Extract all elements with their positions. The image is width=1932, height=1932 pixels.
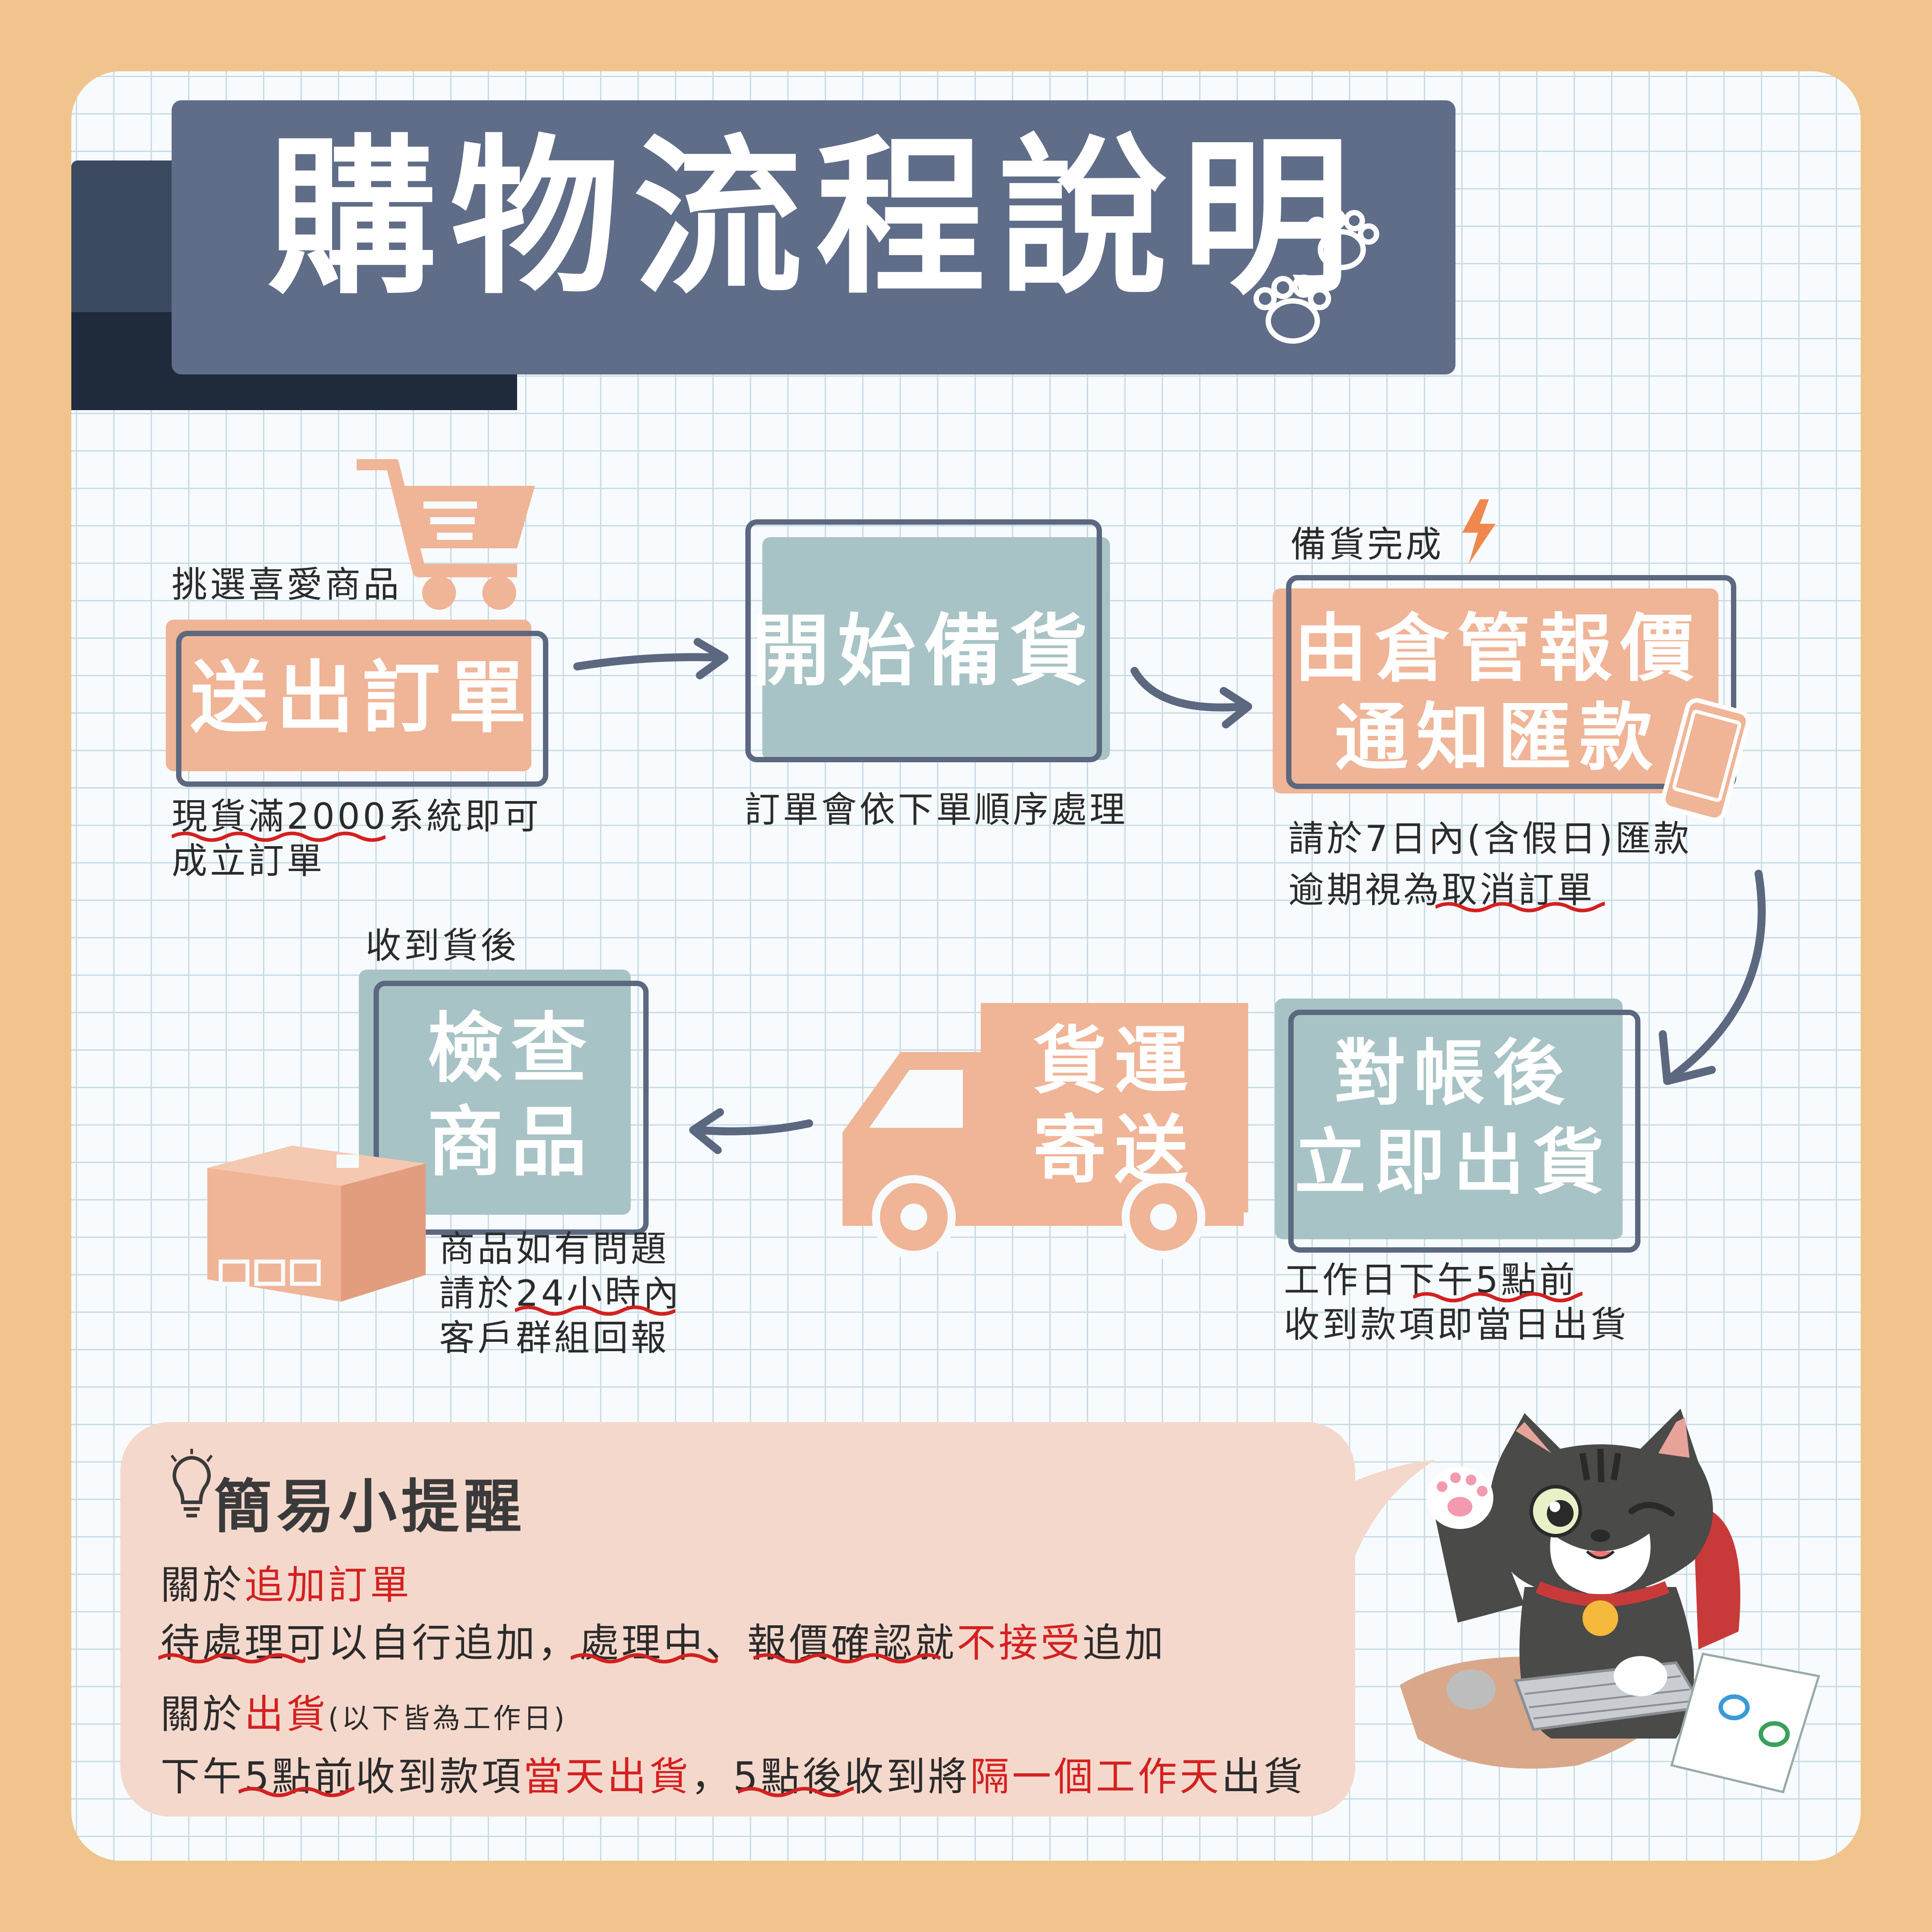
- delivery-truck-icon: [843, 1003, 1248, 1259]
- underline-wave: [515, 1305, 675, 1316]
- page-title: 購物流程說明: [267, 119, 1364, 317]
- step-ship-note-2: 收到款項即當日出貨: [1284, 1304, 1629, 1345]
- lightning-icon: [1462, 499, 1496, 564]
- step-quote-pre: 備貨完成: [1291, 524, 1444, 565]
- step-send-note-1: 現貨滿2000系統即可: [172, 796, 542, 837]
- step-check-label-2: 商品: [427, 1098, 595, 1187]
- step-send-note-2: 成立訂單: [172, 840, 325, 882]
- step-check-note-2b: 24小時內: [516, 1273, 682, 1314]
- title-banner: [172, 100, 1455, 374]
- underline-wave: [1435, 901, 1605, 913]
- step-quote-fill: [1273, 588, 1718, 793]
- arrow-right-icon: [573, 638, 728, 679]
- underline-wave: [571, 1653, 718, 1664]
- lightbulb-icon: [170, 1449, 213, 1517]
- underline-wave: [1413, 1291, 1583, 1303]
- package-box-icon: [207, 1146, 426, 1302]
- step-send-frame: [176, 631, 548, 787]
- step-quote-note-2a: 逾期視為: [1288, 869, 1442, 911]
- step-send-fill: [166, 620, 531, 771]
- step-ship-frame: [1288, 1010, 1640, 1253]
- tip-line-3c: (以下皆為工作日): [328, 1702, 567, 1735]
- speech-bubble-tail: [1346, 1460, 1435, 1556]
- step-prepare-note: 訂單會依下單順序處理: [744, 789, 1128, 830]
- tip-line-3a: 關於: [160, 1691, 245, 1737]
- step-quote-note-2: 逾期視為取消訂單: [1288, 867, 1595, 913]
- tip-line-4d: 當天出貨: [523, 1754, 691, 1800]
- cat-mascot-illustration: [1400, 1409, 1821, 1793]
- step-quote-note-1: 請於7日內(含假日)匯款: [1288, 818, 1692, 859]
- step-ship-label-2: 立即出貨: [1294, 1121, 1612, 1204]
- tip-line-1: 關於追加訂單: [160, 1554, 412, 1610]
- step-quote-note-2b: 取消訂單: [1442, 869, 1595, 911]
- tip-line-4c: 收到款項: [356, 1754, 524, 1800]
- tip-line-3b: 出貨: [244, 1691, 329, 1737]
- tip-line-4: 下午5點前收到款項當天出貨，5點後收到將隔一個工作天出貨: [160, 1745, 1305, 1802]
- step-send-label: 送出訂單: [190, 653, 534, 744]
- smartphone-icon: [1661, 698, 1751, 822]
- step-prepare-label: 開始備貨: [752, 606, 1096, 697]
- underline-wave: [753, 1653, 941, 1664]
- tip-line-4i: 出貨: [1221, 1754, 1306, 1800]
- underline-wave: [172, 831, 386, 842]
- tip-line-3: 關於出貨(以下皆為工作日): [160, 1683, 567, 1739]
- underline-wave: [738, 1786, 854, 1797]
- tip-line-4a: 下午: [160, 1754, 245, 1800]
- paw-prints-icon: [1254, 210, 1379, 344]
- arrow-left-icon: [689, 1108, 813, 1154]
- tip-line-2b: 可以自行追加，: [286, 1620, 580, 1666]
- tip-line-4h: 隔一個工作天: [970, 1754, 1222, 1800]
- tip-line-1a: 關於: [160, 1562, 245, 1608]
- step-check-note-2: 請於24小時內: [439, 1270, 682, 1317]
- tip-line-1b: 追加訂單: [244, 1562, 412, 1608]
- step-quote-label-2: 通知匯款: [1335, 695, 1661, 781]
- step-quote-label-1: 由倉管報價: [1294, 606, 1702, 691]
- step-prepare-frame: [745, 519, 1102, 762]
- step-check-note-3: 客戶群組回報: [439, 1317, 669, 1359]
- step-check-note-1: 商品如有問題: [439, 1228, 669, 1270]
- shopping-cart-icon: [357, 459, 535, 610]
- tip-line-4e: ，: [691, 1754, 733, 1800]
- step-delivery-label-1: 貨運: [1033, 1018, 1196, 1104]
- tip-line-2g: 不接受: [957, 1620, 1083, 1666]
- step-send-pre: 挑選喜愛商品: [172, 564, 402, 605]
- tip-line-2h: 追加: [1082, 1620, 1167, 1666]
- arrow-curve-right-icon: [1130, 667, 1252, 728]
- arrow-curve-down-icon: [1659, 870, 1766, 1085]
- tip-line-2d: 、: [705, 1620, 748, 1666]
- step-check-label-1: 檢查: [427, 1005, 595, 1093]
- tips-title: 簡易小提醒: [214, 1473, 526, 1541]
- step-ship-label-1: 對帳後: [1334, 1032, 1572, 1115]
- underline-wave: [158, 1653, 305, 1664]
- step-ship-note-1a: 工作日: [1284, 1259, 1399, 1301]
- step-check-note-2a: 請於: [439, 1273, 516, 1314]
- tips-bubble: [120, 1422, 1355, 1817]
- tip-line-2f: 就: [915, 1620, 957, 1666]
- step-delivery-label-2: 寄送: [1033, 1107, 1196, 1193]
- tip-line-4g: 收到將: [844, 1754, 970, 1800]
- step-check-frame: [374, 981, 649, 1235]
- step-check-pre: 收到貨後: [366, 925, 519, 966]
- step-ship-fill: [1275, 999, 1623, 1239]
- step-prepare-fill: [762, 537, 1110, 760]
- underline-wave: [238, 1786, 354, 1797]
